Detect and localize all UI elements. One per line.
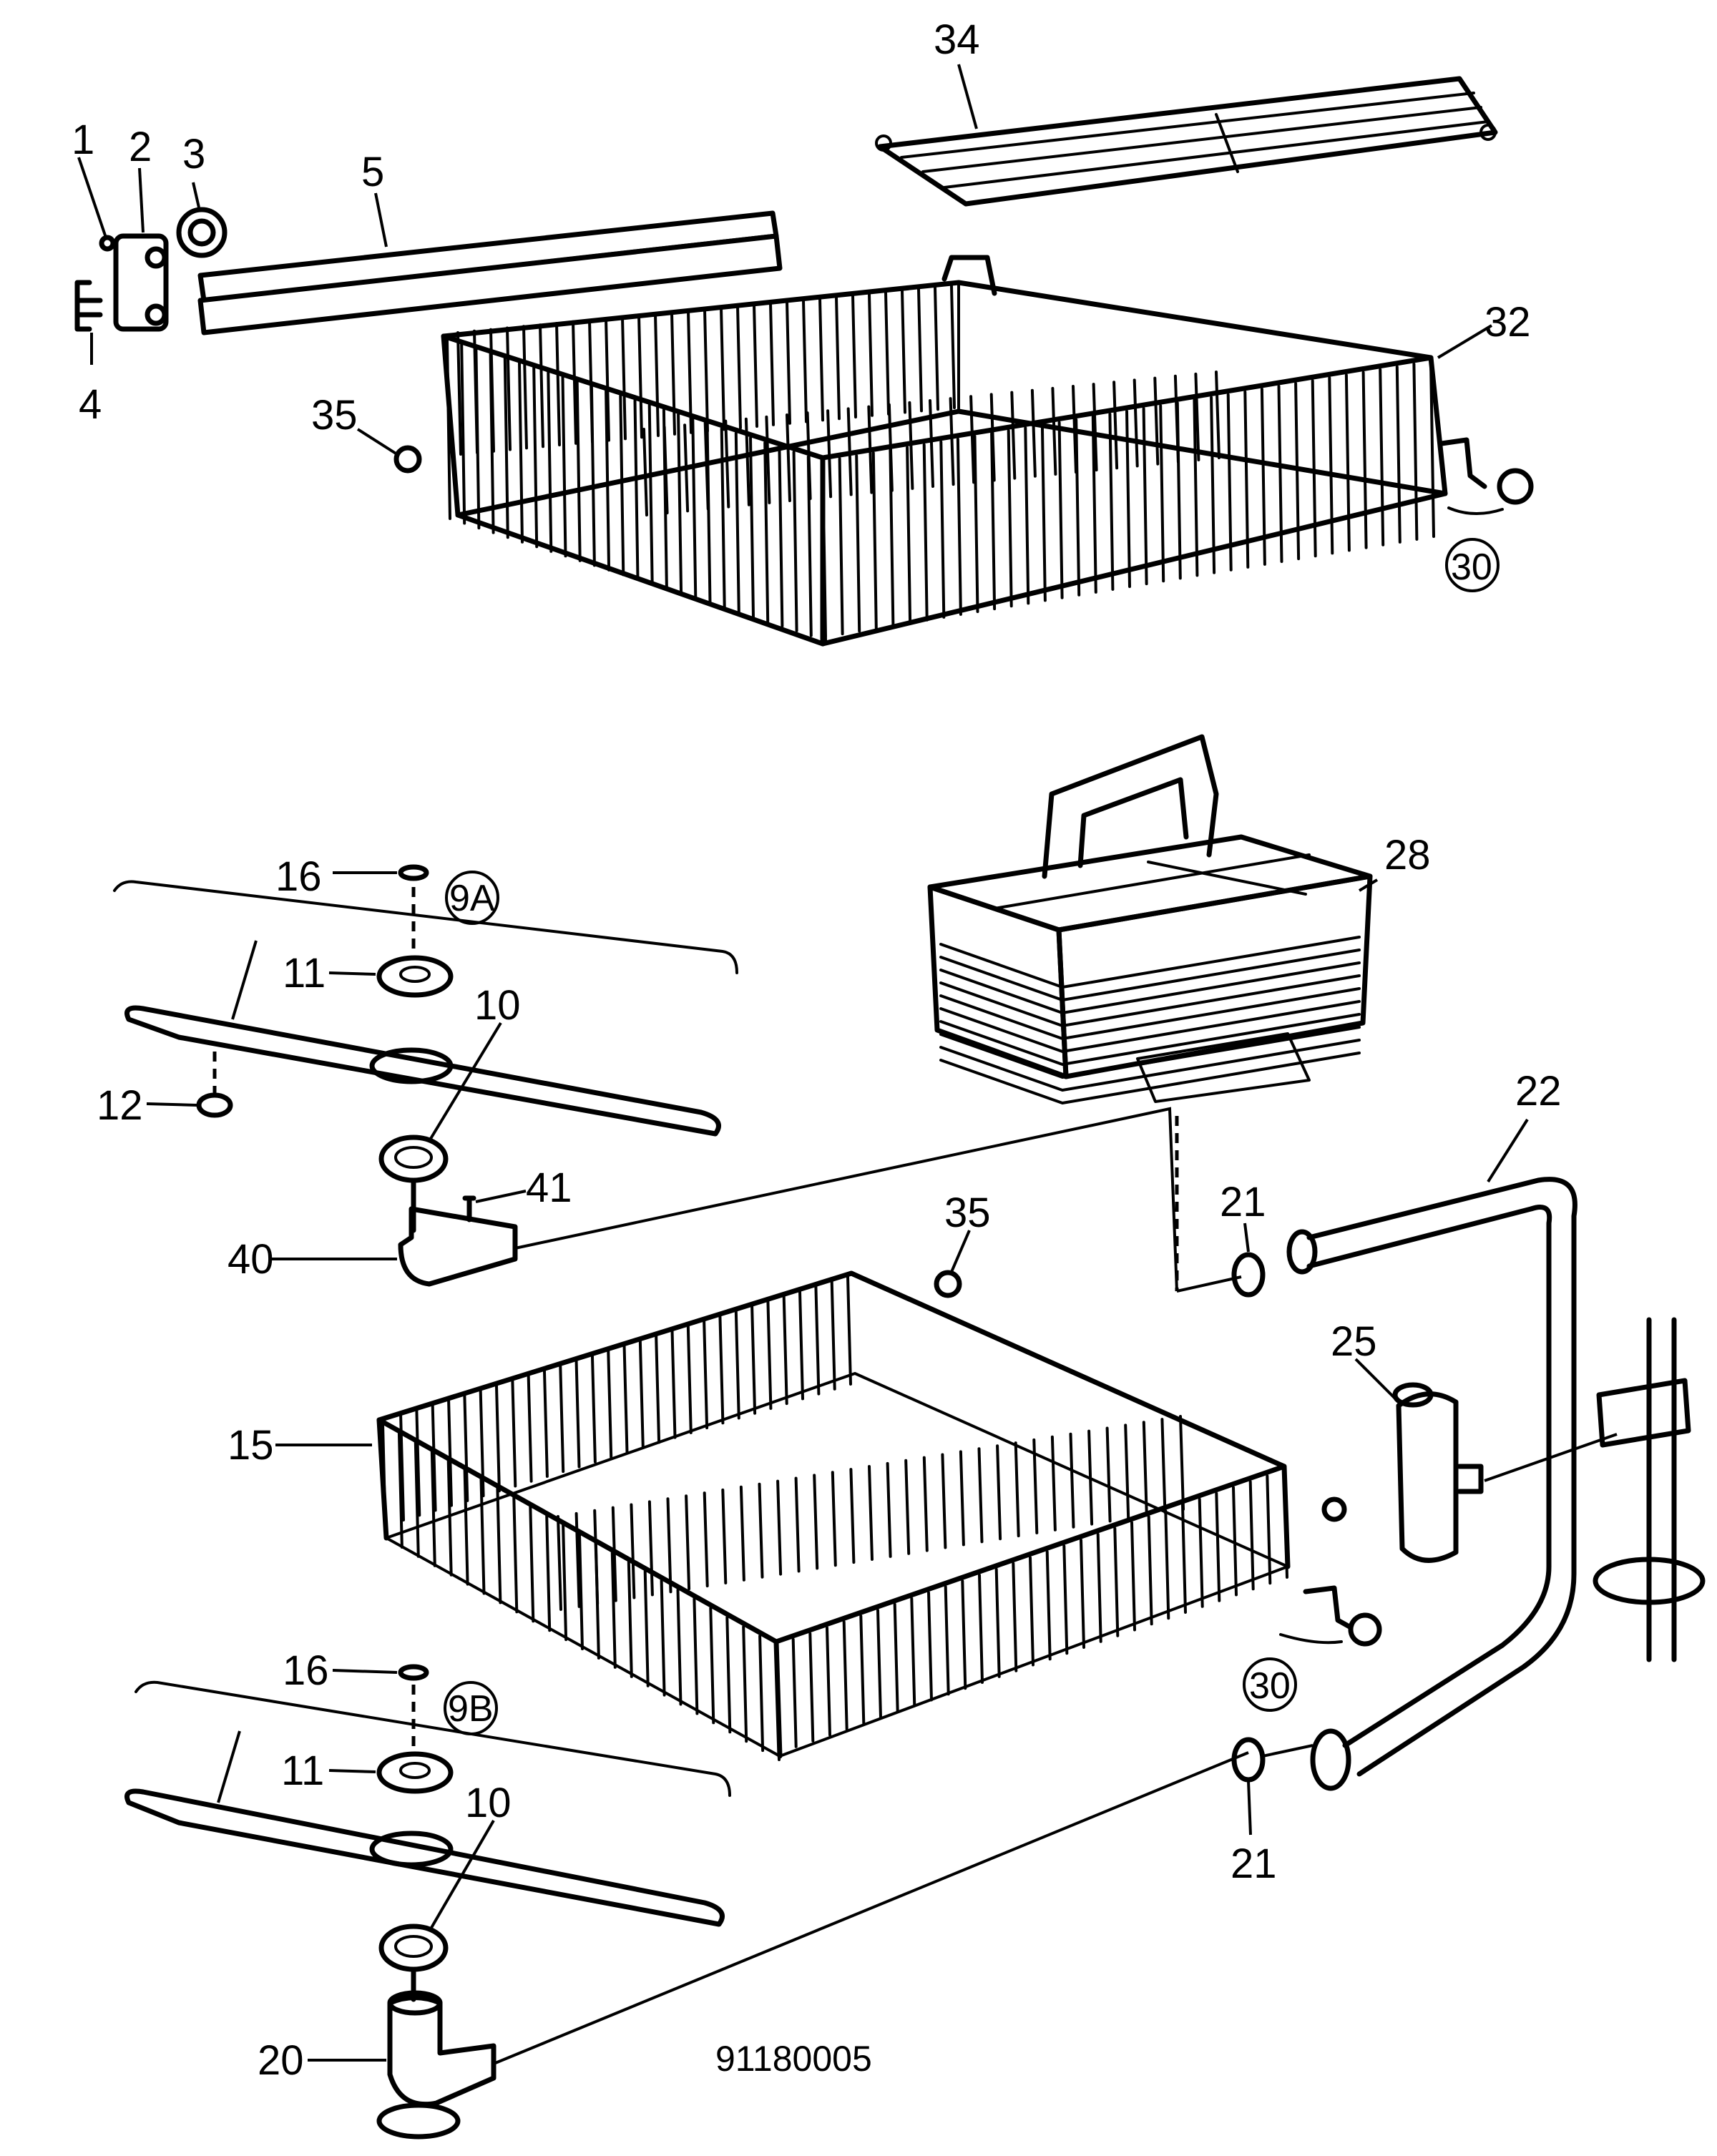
part-4-clip (74, 280, 103, 332)
part-9a-upper-spray-arm (124, 1005, 721, 1137)
callout-34: 34 (934, 16, 980, 63)
part-11-a-hub (376, 955, 454, 998)
part-12-nozzle (196, 1092, 233, 1118)
part-40-feed-elbow (398, 1177, 518, 1287)
circle-9b (444, 1681, 498, 1735)
part-22-hose (1286, 1177, 1577, 1791)
callout-28: 28 (1384, 832, 1431, 878)
callout-30-top: 30 (1451, 547, 1492, 588)
bracket-9a (113, 880, 738, 974)
part-15-lower-basket (376, 1270, 1291, 1761)
part-32-upper-basket (441, 255, 1448, 647)
part-11-b-hub (376, 1751, 454, 1794)
callout-4: 4 (79, 381, 102, 428)
part-1-screw (99, 235, 116, 252)
part-25-hose-clamp (1392, 1382, 1484, 1563)
part-2-bracket (113, 233, 169, 332)
part-34-shelf (875, 76, 1498, 207)
callout-20: 20 (258, 2037, 304, 2084)
callout-15: 15 (228, 1422, 274, 1469)
part-35-upper-wheel (393, 445, 422, 474)
callout-11-a: 11 (283, 950, 326, 996)
callout-1: 1 (72, 117, 94, 163)
bracket-9b (134, 1680, 731, 1797)
circle-9a (445, 871, 499, 925)
callout-9a: 9A (449, 878, 495, 919)
part-21-a-ring (1231, 1252, 1266, 1298)
callout-21-a: 21 (1220, 1179, 1266, 1225)
callout-16-a: 16 (275, 853, 322, 900)
part-10-b-seal (378, 1924, 449, 1972)
callout-2: 2 (129, 124, 152, 170)
callout-30-low: 30 (1249, 1665, 1291, 1707)
callout-21-b: 21 (1231, 1841, 1277, 1887)
part-16-b-washer (398, 1664, 429, 1681)
callout-22: 22 (1515, 1068, 1562, 1114)
part-5-rail (197, 210, 783, 335)
drawing-number: 91180005 (715, 2039, 872, 2079)
callout-10-b: 10 (465, 1780, 512, 1826)
callout-3: 3 (182, 131, 205, 177)
part-28-cutlery-basket (927, 734, 1373, 1104)
callout-11-b: 11 (281, 1748, 324, 1794)
callout-5: 5 (361, 149, 384, 195)
part-21-b-ring (1231, 1737, 1266, 1783)
part-35-lower-wheel-side (1321, 1496, 1347, 1522)
part-3-roller (176, 207, 228, 258)
part-20-sump-elbow (376, 1968, 496, 2140)
part-30-lower-roller-assembly (1243, 1585, 1382, 1712)
part-10-a-seal (378, 1135, 449, 1183)
callout-35-top: 35 (311, 392, 358, 438)
part-9b-lower-spray-arm (124, 1788, 725, 1927)
part-16-a-washer (398, 864, 429, 881)
part-41-screw (462, 1195, 476, 1222)
callout-12: 12 (97, 1082, 143, 1129)
part-30-upper-roller-assembly (1439, 437, 1534, 592)
callout-10-a: 10 (474, 982, 521, 1029)
tub-detail (1593, 1317, 1706, 1662)
callout-16-b: 16 (283, 1647, 329, 1694)
callout-9b: 9B (448, 1688, 494, 1730)
callout-35-low: 35 (944, 1190, 991, 1236)
callout-41: 41 (526, 1165, 572, 1211)
callout-32: 32 (1484, 299, 1531, 346)
callout-25: 25 (1331, 1318, 1377, 1365)
callout-40: 40 (228, 1236, 274, 1283)
part-35-lower-wheel (934, 1270, 962, 1298)
